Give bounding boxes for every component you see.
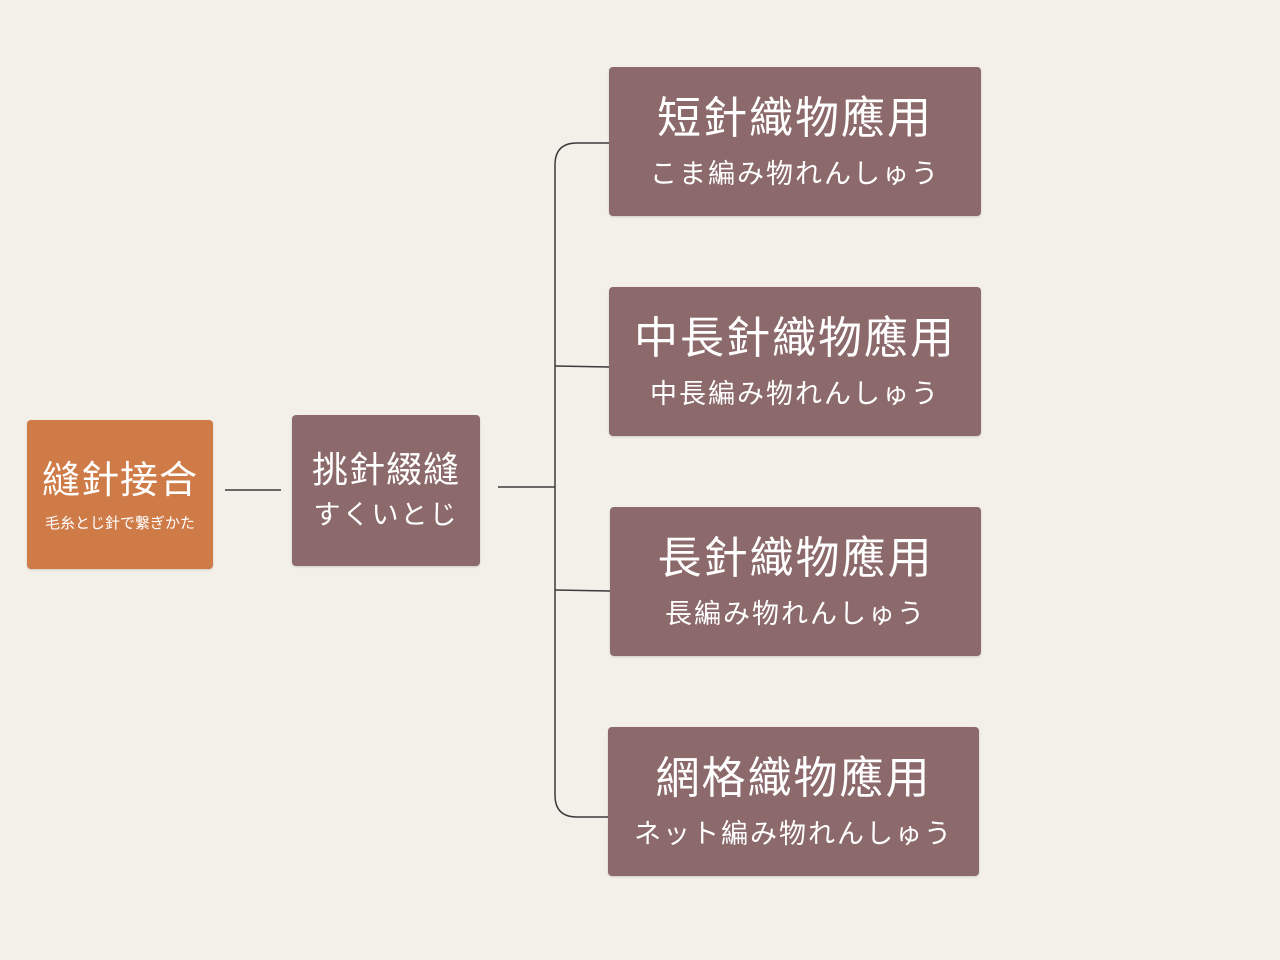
leaf-node-half-double-crochet: 中長針織物應用 中長編み物れんしゅう: [609, 287, 981, 436]
root-node-title: 縫針接合: [41, 457, 198, 502]
leaf-node-net-stitch: 網格織物應用 ネット編み物れんしゅう: [608, 727, 979, 876]
leaf-node-double-crochet: 長針織物應用 長編み物れんしゅう: [610, 507, 981, 656]
root-node: 縫針接合 毛糸とじ針で繋ぎかた: [27, 420, 213, 569]
middle-node-title: 挑針綴縫: [311, 449, 460, 491]
root-node-subtitle: 毛糸とじ針で繋ぎかた: [44, 513, 195, 532]
leaf-node-title: 中長針織物應用: [634, 312, 956, 364]
leaf-node-subtitle: ネット編み物れんしゅう: [634, 818, 953, 850]
leaf-node-title: 網格織物應用: [655, 752, 932, 804]
leaf-node-title: 長針織物應用: [657, 532, 934, 584]
middle-node: 挑針綴縫 すくいとじ: [292, 415, 480, 566]
leaf-node-subtitle: こま編み物れんしゅう: [650, 158, 940, 190]
leaf-node-single-crochet: 短針織物應用 こま編み物れんしゅう: [609, 67, 981, 216]
leaf-node-title: 短針織物應用: [657, 92, 933, 144]
connector-trunk: [554, 142, 609, 818]
connector-branch-2: [554, 365, 610, 368]
leaf-node-subtitle: 長編み物れんしゅう: [665, 598, 926, 630]
middle-node-subtitle: すくいとじ: [313, 499, 459, 531]
connector-branch-3: [554, 589, 611, 592]
leaf-node-subtitle: 中長編み物れんしゅう: [650, 378, 940, 410]
